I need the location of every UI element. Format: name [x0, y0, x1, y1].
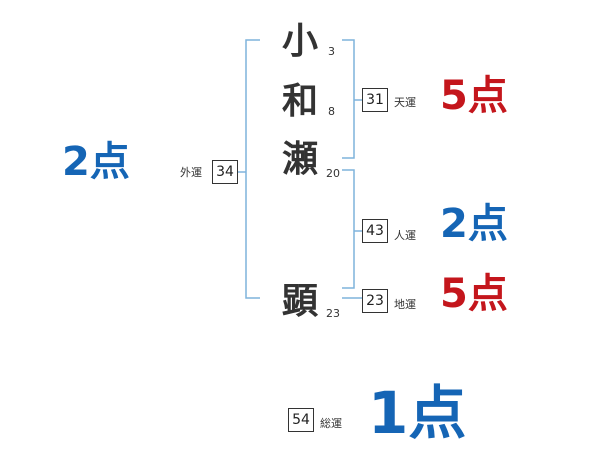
- jin-label: 人運: [394, 229, 416, 242]
- chi-value-box: 23: [362, 289, 388, 313]
- stroke-count-3: 20: [326, 167, 340, 180]
- name-char-1: 小: [281, 21, 318, 62]
- name-char-2: 和: [281, 81, 318, 122]
- sou-value-box: 54: [288, 408, 314, 432]
- gai-value-box: 34: [212, 160, 238, 184]
- stroke-count-1: 3: [328, 45, 335, 58]
- sou-score: 1点: [368, 379, 467, 447]
- gai-label: 外運: [180, 166, 202, 179]
- ten-score: 5点: [440, 73, 508, 119]
- jin-score: 2点: [440, 201, 508, 247]
- chi-score: 5点: [440, 271, 508, 317]
- name-char-3: 瀬: [281, 139, 318, 180]
- ten-label: 天運: [394, 96, 416, 109]
- jin-value-box: 43: [362, 219, 388, 243]
- sou-label: 総運: [320, 417, 342, 430]
- chi-label: 地運: [394, 298, 416, 311]
- name-char-4: 顕: [281, 281, 318, 322]
- ten-bracket: [342, 39, 355, 159]
- gai-bracket: [245, 39, 260, 299]
- ten-value-box: 31: [362, 88, 388, 112]
- jin-bracket: [342, 169, 355, 289]
- stroke-count-4: 23: [326, 307, 340, 320]
- stroke-count-2: 8: [328, 105, 335, 118]
- gai-score: 2点: [62, 139, 130, 185]
